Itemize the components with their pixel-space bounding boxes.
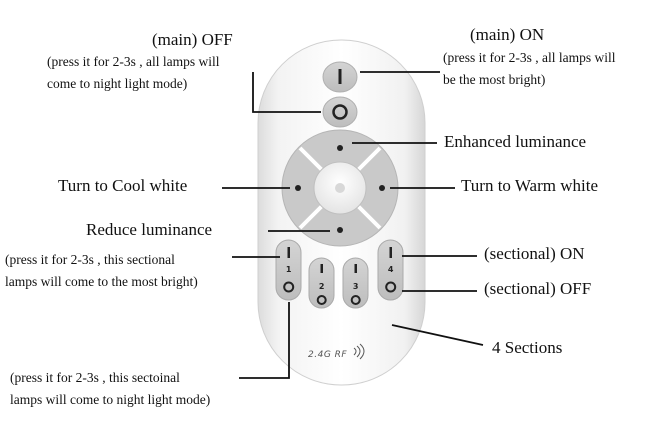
leader-four-sections	[391, 324, 484, 346]
main-on-button[interactable]	[322, 61, 358, 93]
label-main-off-desc-2: come to night light mode)	[47, 76, 188, 91]
cool-white-button[interactable]	[295, 185, 301, 191]
label-main-on-desc-2: be the most bright)	[443, 72, 546, 87]
section-button-1[interactable]: 1	[275, 239, 302, 301]
label-main-on-desc-1: (press it for 2-3s , all lamps will	[443, 50, 616, 65]
reduce-button[interactable]	[337, 227, 343, 233]
rf-logo-text: 2.4G RF	[308, 350, 347, 360]
label-four-sections: 4 Sections	[492, 338, 563, 357]
center-button[interactable]	[313, 161, 367, 215]
label-reduce-luminance: Reduce luminance	[86, 220, 213, 239]
label-main-on: (main) ON	[470, 25, 545, 44]
leader-section-off-left	[239, 302, 290, 379]
rf-logo: 2.4G RF	[308, 343, 365, 360]
section-number-3: 3	[353, 282, 359, 291]
label-section-on-desc-1: (press it for 2-3s , this sectional	[5, 252, 175, 267]
label-main-off-desc-1: (press it for 2-3s , all lamps will	[47, 54, 220, 69]
section-number-4: 4	[388, 265, 394, 274]
label-section-off-desc-2: lamps will come to night light mode)	[10, 392, 211, 407]
label-sectional-off: (sectional) OFF	[484, 279, 592, 298]
label-section-on-desc-2: lamps will come to the most bright)	[5, 274, 198, 289]
label-sectional-on: (sectional) ON	[484, 244, 585, 263]
label-enhanced-luminance: Enhanced luminance	[444, 132, 587, 151]
label-cool-white: Turn to Cool white	[58, 176, 188, 195]
label-warm-white: Turn to Warm white	[461, 176, 598, 195]
enhance-button[interactable]	[337, 145, 343, 151]
main-off-button[interactable]	[322, 96, 358, 128]
section-button-2[interactable]: 2	[308, 257, 335, 309]
label-main-off: (main) OFF	[152, 30, 233, 49]
section-button-4[interactable]: 4	[377, 239, 404, 301]
section-button-3[interactable]: 3	[342, 257, 369, 309]
section-number-2: 2	[319, 282, 325, 291]
leader-main-off	[252, 72, 321, 113]
leader-lines	[222, 71, 484, 379]
section-number-1: 1	[286, 265, 292, 274]
label-section-off-desc-1: (press it for 2-3s , this sectoinal	[10, 370, 180, 385]
warm-white-button[interactable]	[379, 185, 385, 191]
